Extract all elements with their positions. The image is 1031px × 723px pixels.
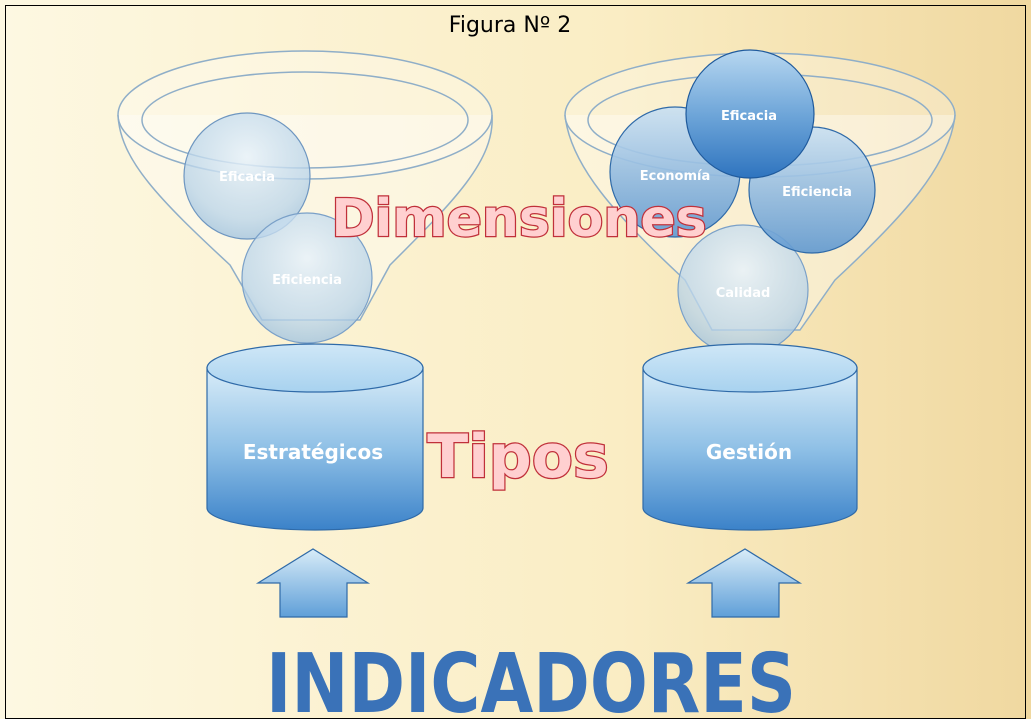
- right-cylinder-label: Gestión: [706, 440, 792, 464]
- right-ball-label-eficacia: Eficacia: [721, 109, 777, 124]
- right-up-arrow: [685, 548, 803, 618]
- tipos-label: Tipos: [427, 422, 608, 492]
- right-cylinder: Gestión: [642, 343, 858, 531]
- left-ball-label-eficiencia: Eficiencia: [272, 273, 342, 288]
- left-ball-label-eficacia: Eficacia: [219, 170, 275, 185]
- left-funnel: Eficacia Eficiencia: [117, 50, 493, 344]
- left-cylinder-body: [206, 367, 424, 531]
- left-up-arrow: [255, 548, 371, 618]
- right-ball-eficacia: [685, 49, 815, 179]
- indicadores-label: INDICADORES: [266, 637, 796, 719]
- dimensiones-label: Dimensiones: [331, 189, 706, 249]
- left-ball-eficiencia: [241, 212, 373, 344]
- right-ball-label-economia: Economía: [640, 169, 710, 184]
- right-funnel: Economía Calidad Eficiencia Eficacia: [564, 49, 956, 356]
- left-ball-eficacia: [183, 112, 311, 240]
- right-cylinder-body: [642, 367, 858, 531]
- right-ball-label-calidad: Calidad: [716, 286, 771, 301]
- right-cylinder-top: [642, 343, 858, 393]
- left-cylinder-top: [206, 343, 424, 393]
- left-cylinder: Estratégicos: [206, 343, 424, 531]
- figure-title: Figura Nº 2: [449, 13, 571, 38]
- left-cylinder-label: Estratégicos: [243, 440, 383, 464]
- right-ball-label-eficiencia: Eficiencia: [782, 185, 852, 200]
